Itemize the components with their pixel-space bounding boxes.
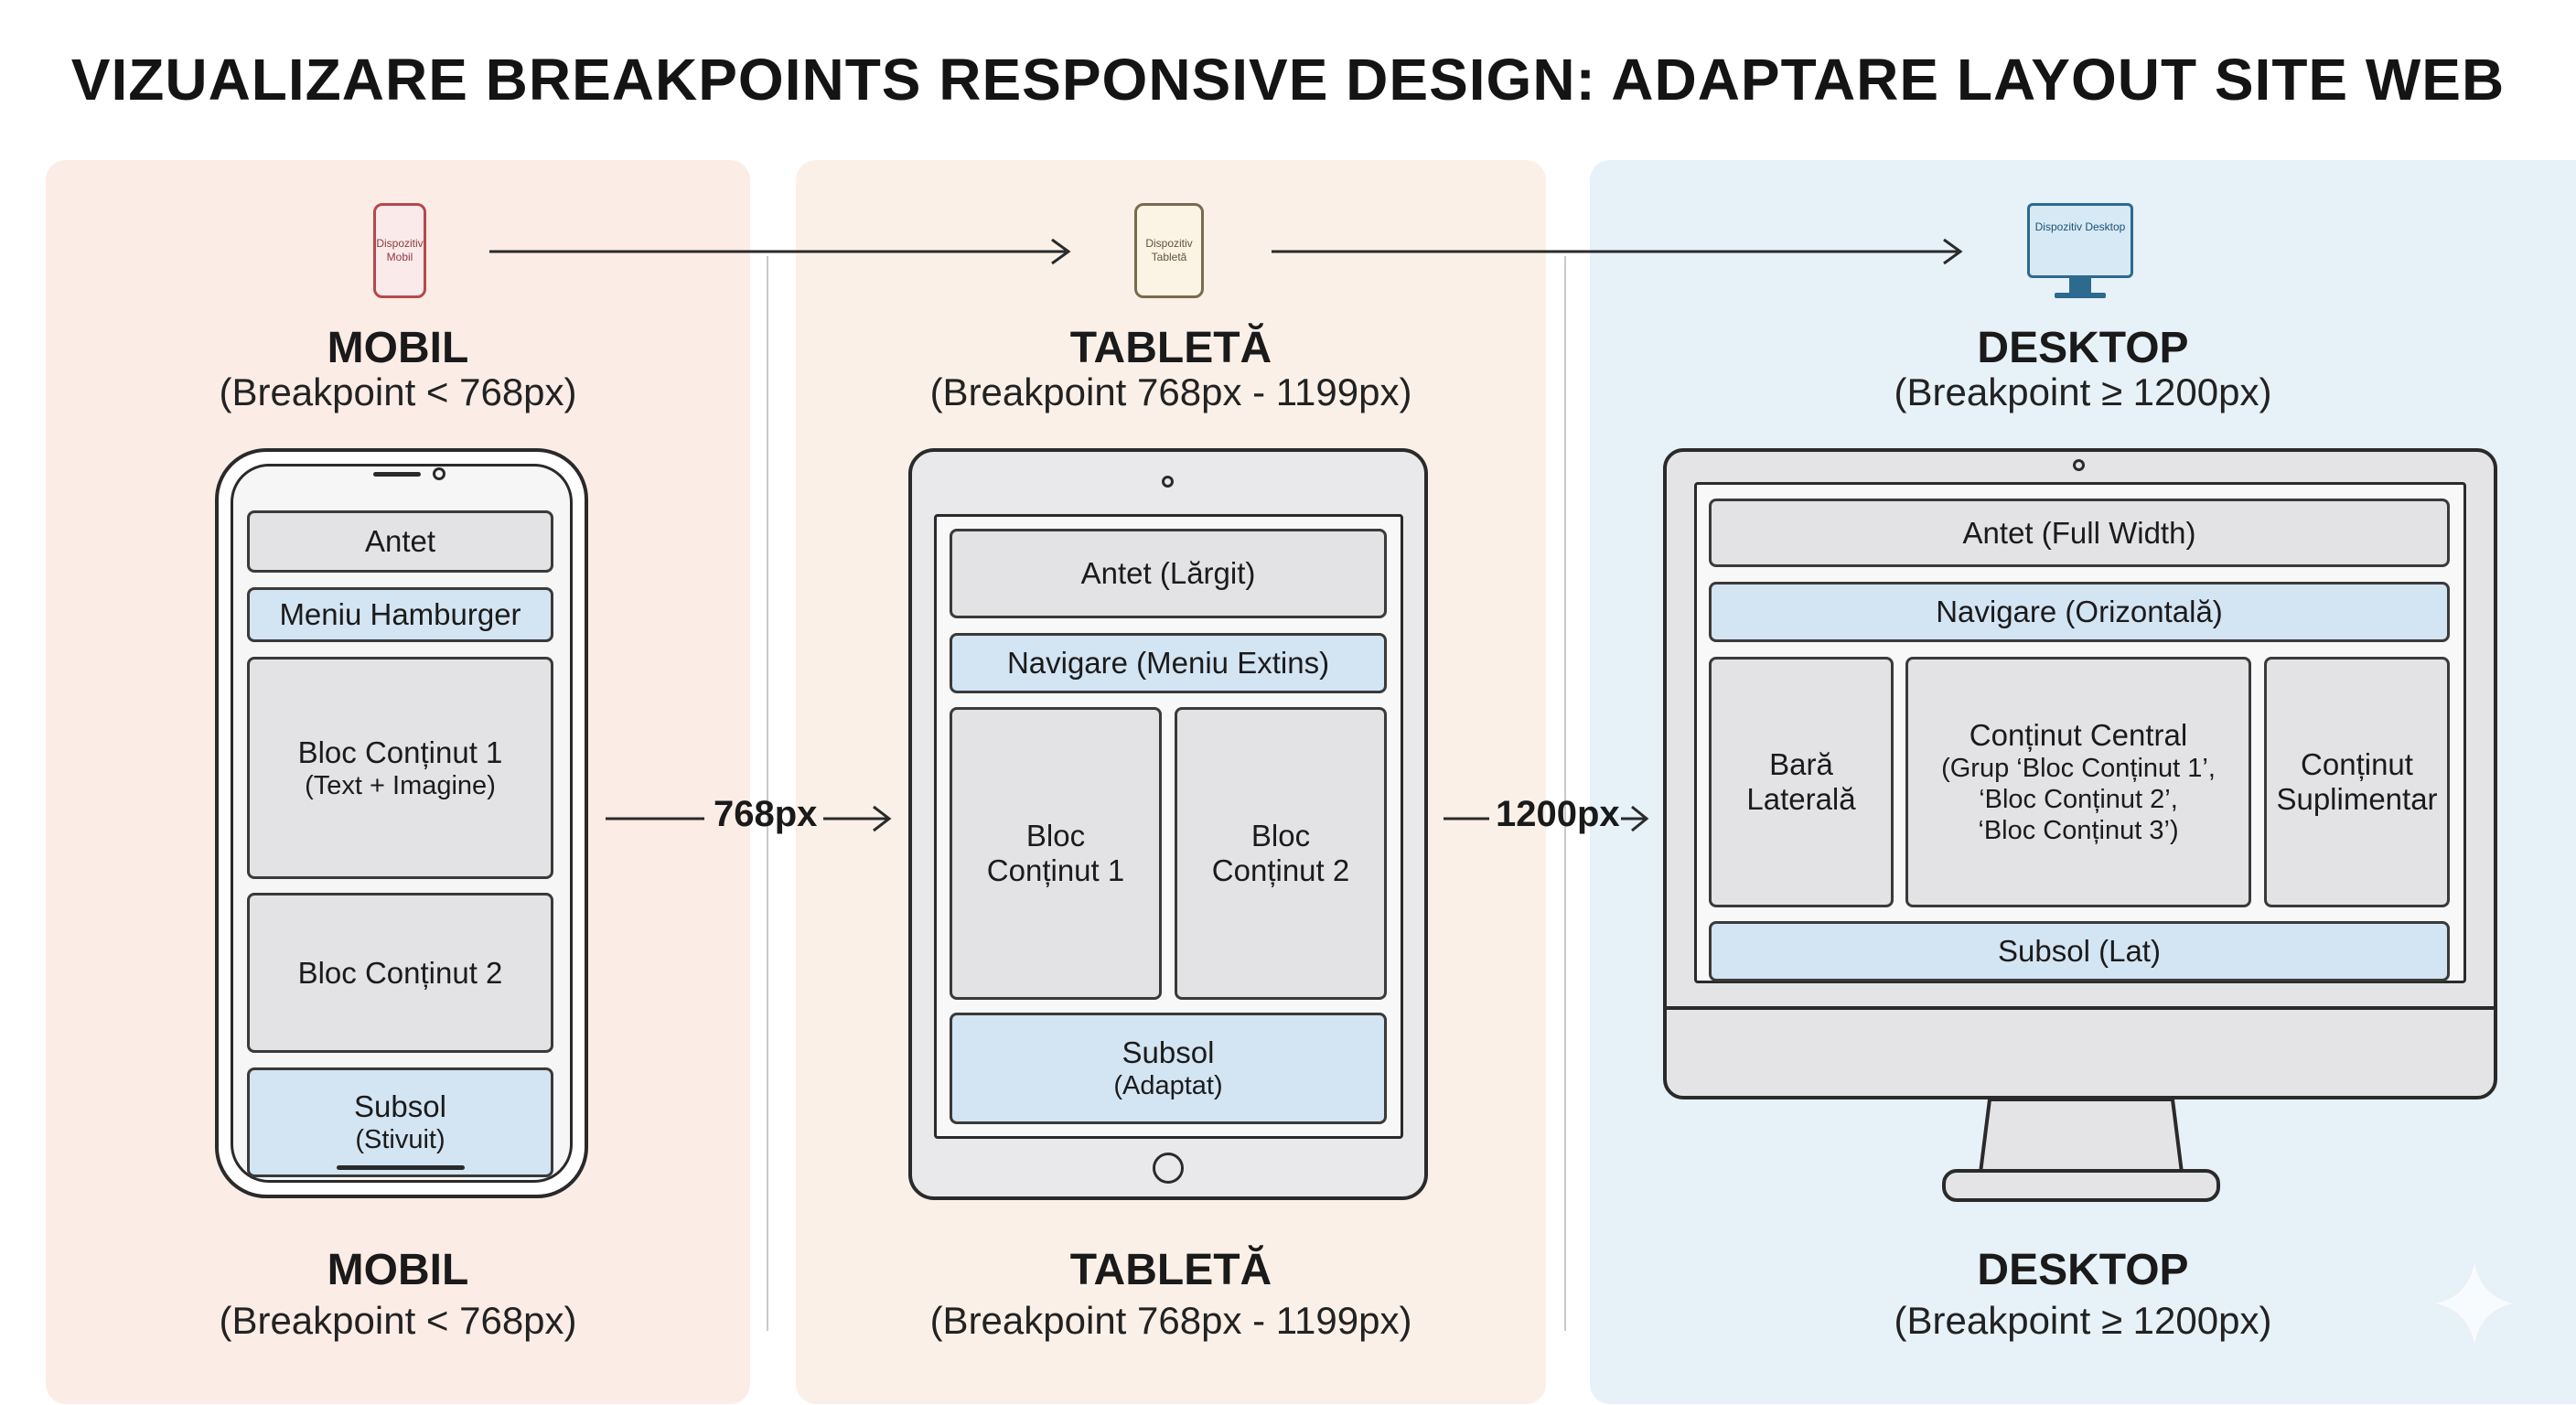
bp1-arrowhead (873, 805, 892, 832)
tablet-content1-line1: Bloc (1025, 819, 1086, 853)
breakpoint-label-768: 768px (714, 794, 818, 834)
desktop-title-bottom: DESKTOP (1977, 1246, 2189, 1294)
desktop-title-top: DESKTOP (1977, 324, 2189, 372)
tablet-title-bottom: TABLETĂ (1069, 1246, 1272, 1294)
mobile-header-block: Antet (247, 510, 553, 573)
mobile-nav-label: Meniu Hamburger (279, 597, 521, 631)
flow-arrowhead-2 (1943, 238, 1963, 265)
desktop-extra-line1: Conținut (2301, 747, 2413, 781)
mobile-title-bottom: MOBIL (327, 1246, 469, 1294)
tablet-footer-block: Subsol (Adaptat) (950, 1013, 1387, 1124)
mobile-home-indicator (337, 1165, 465, 1170)
desktop-sidebar-line2: Laterală (1746, 782, 1856, 816)
mobile-icon-label: Dispozitiv Mobil (376, 237, 424, 263)
mobile-speaker (373, 472, 421, 477)
desktop-header-label: Antet (Full Width) (1962, 515, 2196, 550)
tablet-footer-title: Subsol (1122, 1035, 1215, 1069)
mobile-content-block-1: Bloc Conținut 1 (Text + Imagine) (247, 657, 553, 879)
tablet-icon-label: Dispozitiv Tabletă (1145, 237, 1193, 263)
desktop-nav-label: Navigare (Orizontală) (1936, 595, 2223, 628)
desktop-nav-block: Navigare (Orizontală) (1709, 582, 2450, 642)
tablet-header-label: Antet (Lărgit) (1080, 556, 1256, 590)
desktop-breakpoint-bottom: (Breakpoint ≥ 1200px) (1894, 1299, 2272, 1342)
mobile-header-label: Antet (364, 524, 436, 558)
desktop-chin-line (1663, 1006, 2497, 1010)
flow-arrowhead-1 (1051, 238, 1071, 265)
mobile-nav-block: Meniu Hamburger (247, 587, 553, 642)
desktop-central-title: Conținut Central (1969, 718, 2188, 752)
mobile-content-block-2: Bloc Conținut 2 (247, 893, 553, 1053)
desktop-footer-block: Subsol (Lat) (1709, 921, 2450, 981)
mobile-device-icon: Dispozitiv Mobil (373, 203, 426, 298)
desktop-camera (2073, 459, 2085, 471)
mobile-breakpoint-bottom: (Breakpoint < 768px) (219, 1299, 577, 1342)
tablet-device-icon: Dispozitiv Tabletă (1134, 203, 1204, 298)
desktop-central-block: Conținut Central (Grup ‘Bloc Conținut 1’… (1905, 657, 2251, 907)
tablet-content-block-2: Bloc Conținut 2 (1175, 707, 1387, 1000)
tablet-home-button (1153, 1153, 1184, 1184)
desktop-breakpoint-top: (Breakpoint ≥ 1200px) (1894, 370, 2272, 413)
tablet-nav-label: Navigare (Meniu Extins) (1006, 646, 1330, 680)
tablet-breakpoint-top: (Breakpoint 768px - 1199px) (929, 370, 1412, 413)
desktop-icon-label: Dispozitiv Desktop (2034, 220, 2126, 233)
mobile-footer-title: Subsol (354, 1089, 446, 1123)
desktop-device-icon: Dispozitiv Desktop (2027, 203, 2133, 278)
mobile-footer-sub: (Stivuit) (355, 1125, 445, 1154)
desktop-sidebar-line1: Bară (1769, 747, 1833, 781)
tablet-header-block: Antet (Lărgit) (950, 529, 1387, 618)
desktop-central-line2: ‘Bloc Conținut 2’, (1979, 785, 2178, 814)
tablet-content2-line2: Conținut 2 (1211, 853, 1350, 887)
mobile-breakpoint-top: (Breakpoint < 768px) (219, 370, 577, 413)
mobile-content1-sub: (Text + Imagine) (305, 770, 496, 800)
desktop-header-block: Antet (Full Width) (1709, 499, 2450, 567)
desktop-extra-line2: Suplimentar (2276, 782, 2438, 816)
desktop-central-line1: (Grup ‘Bloc Conținut 1’, (1941, 754, 2216, 783)
bp2-arrowhead (1631, 805, 1649, 832)
separator-line-2 (1564, 256, 1566, 1331)
breakpoint-label-1200: 1200px (1496, 794, 1620, 834)
desktop-sidebar-block: Bară Laterală (1709, 657, 1894, 907)
tablet-title-top: TABLETĂ (1069, 324, 1272, 372)
desktop-extra-block: Conținut Suplimentar (2264, 657, 2450, 907)
mobile-title-top: MOBIL (327, 324, 469, 372)
tablet-nav-block: Navigare (Meniu Extins) (950, 633, 1387, 693)
tablet-footer-sub: (Adaptat) (1113, 1071, 1223, 1100)
mobile-camera (433, 467, 445, 480)
page-title: VIZUALIZARE BREAKPOINTS RESPONSIVE DESIG… (70, 47, 2506, 113)
mobile-footer-block: Subsol (Stivuit) (247, 1067, 553, 1177)
separator-line-1 (767, 256, 768, 1331)
desktop-icon-base (2055, 293, 2106, 298)
tablet-content-block-1: Bloc Conținut 1 (950, 707, 1162, 1000)
tablet-camera (1162, 476, 1174, 488)
tablet-breakpoint-bottom: (Breakpoint 768px - 1199px) (929, 1299, 1412, 1342)
mobile-content2-label: Bloc Conținut 2 (297, 955, 503, 990)
desktop-icon-stand (2069, 278, 2091, 295)
desktop-central-line3: ‘Bloc Conținut 3’) (1978, 816, 2179, 845)
tablet-content1-line2: Conținut 1 (986, 853, 1125, 887)
sparkle-icon (2435, 1262, 2514, 1345)
tablet-content2-line1: Bloc (1250, 819, 1311, 853)
mobile-content1-title: Bloc Conținut 1 (297, 735, 503, 769)
desktop-footer-label: Subsol (Lat) (1998, 934, 2161, 968)
